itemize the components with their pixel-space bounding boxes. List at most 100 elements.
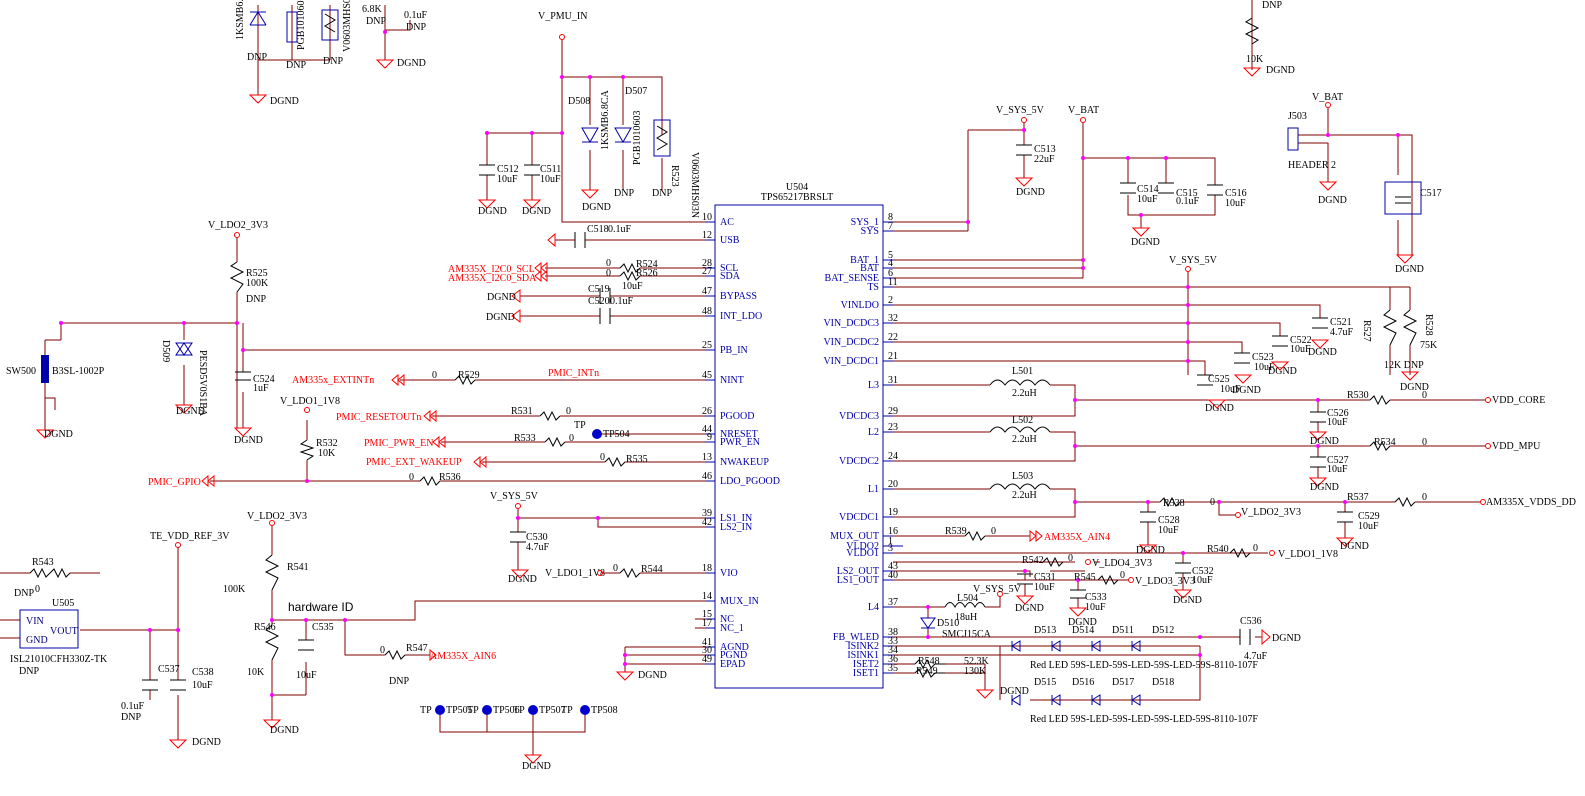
ground-symbol: DGND (580, 189, 611, 213)
tp506-ref: TP506 (493, 705, 520, 716)
chip-ref: U504 (786, 182, 808, 193)
net-vbat-mid: V_BAT (1068, 105, 1099, 116)
c537-val: 0.1uF (121, 701, 145, 712)
net-ext-wakeup: PMIC_EXT_WAKEUP (366, 457, 462, 468)
u505-vout: VOUT (50, 626, 78, 637)
r523-ref: R523 (669, 165, 680, 187)
r548-ref: R548 (918, 656, 940, 667)
zero-label: 0 (1422, 437, 1427, 448)
r523-part: V0603MHS03N (689, 152, 700, 218)
c514-ref: C514 (1137, 184, 1159, 195)
pin-name: TS (867, 282, 879, 293)
c525-ref: C525 (1208, 374, 1230, 385)
c521-val: 4.7uF (1330, 327, 1354, 338)
d511-ref: D511 (1112, 625, 1134, 636)
c531-ref: C531 (1034, 572, 1056, 583)
u505-block: TE_VDD_REF_3V R543 0 DNP U505 VIN VOUT G… (0, 531, 230, 740)
r546-ref: R546 (254, 622, 276, 633)
c527-val: 10uF (1327, 464, 1348, 475)
hardware-id-label: hardware ID (288, 600, 354, 614)
ldo-outputs: R539 0 AM335X_AIN4 R540 0 V_LDO1_1V8 R54… (893, 526, 1338, 613)
zero-label: 0 (1068, 553, 1073, 564)
c536-ref: C536 (1240, 616, 1262, 627)
r533-ref: R533 (514, 433, 536, 444)
r524-ref: R524 (636, 259, 658, 270)
pin-number: 17 (702, 618, 712, 629)
c527-ref: C527 (1327, 455, 1349, 466)
c526-ref: C526 (1327, 408, 1349, 419)
c513-val: 22uF (1034, 154, 1055, 165)
pin-name: PGOOD (720, 411, 754, 422)
ground-symbol: DGND (1173, 589, 1202, 606)
pin-number: 32 (888, 313, 898, 324)
pin-number: 11 (888, 277, 898, 288)
pin-name: NC (720, 614, 734, 625)
pin-number: 21 (888, 351, 898, 362)
ground-symbol: DGND (508, 569, 537, 585)
net-vldo2-a: V_LDO2_3V3 (208, 220, 268, 231)
r525-val: 100K (246, 278, 269, 289)
pin-name: LS1_OUT (837, 575, 879, 586)
pin-number: 49 (702, 654, 712, 665)
gnd-label: DGND (1310, 436, 1339, 447)
gnd-label: DGND (270, 96, 299, 107)
zero-label: 0 (606, 258, 611, 269)
net-vldo2-out: V_LDO2_3V3 (1241, 507, 1301, 518)
net-vdd-mpu: VDD_MPU (1492, 441, 1541, 452)
gnd-label: DGND (1131, 237, 1160, 248)
c512-ref: C512 (497, 164, 519, 175)
top-left-fragment: DNP DNP DNP 6.8K DNP 0.1uF DNP 1KSMB6.8C… (235, 0, 428, 95)
c538-ref: C538 (192, 667, 214, 678)
dcdc-outputs: L501 2.2uH L502 2.2uH L503 2.2uH R530 0 … (893, 366, 1576, 545)
net-vldo1-out: V_LDO1_1V8 (1278, 549, 1338, 560)
c535-ref: C535 (312, 622, 334, 633)
zero-label: 0 (566, 406, 571, 417)
ground-symbol: DGND (1318, 181, 1347, 206)
dnp-label: DNP (286, 60, 306, 71)
vio-block: V_LDO1_1V8 0 R544 (545, 563, 705, 579)
net-vldo1-a: V_LDO1_1V8 (280, 396, 340, 407)
c532-val: 10uF (1192, 575, 1213, 586)
pin-name: VLDO2 (846, 541, 879, 552)
pin-name: NINT (720, 375, 744, 386)
d509-part: PESD5V0S1BA (197, 350, 208, 417)
dnp-label: DNP (246, 294, 266, 305)
pin-number: 27 (702, 266, 712, 277)
gnd-label: DGND (508, 574, 537, 585)
d517-ref: D517 (1112, 677, 1134, 688)
ground-symbol: DGND (262, 719, 299, 736)
c518-val: 0.1uF (608, 224, 632, 235)
c522-val: 10uF (1290, 344, 1311, 355)
ground-symbol: DGND (477, 199, 507, 217)
gnd-label: DGND (1068, 617, 1097, 628)
gnd-label: DGND (1395, 264, 1424, 275)
dnp-label: DNP (19, 666, 39, 677)
gnd-label: DGND (1173, 595, 1202, 606)
ground-symbol: DGND (1268, 361, 1297, 377)
r549-ref: R549 (916, 666, 938, 677)
pin-number: 33 (888, 636, 898, 647)
pin-number: 48 (702, 306, 712, 317)
pin-name: VINLDO (841, 300, 879, 311)
gnd-label: DGND (1268, 366, 1297, 377)
c525-val: 10uF (1220, 384, 1241, 395)
ground-symbol: DGND (1335, 537, 1369, 552)
ground-symbol: DGND (1400, 371, 1429, 393)
ground-symbol: DGND (1014, 177, 1045, 198)
pin-name: L2 (868, 427, 879, 438)
pin-name: NRESET (720, 429, 758, 440)
d509-ref: D509 (160, 340, 171, 362)
ground-symbols: DGND DGND DGND DGND DGND DGND DGND DGND DGND DGND… (35, 58, 1429, 772)
pin-number: 22 (888, 332, 898, 343)
r543-ref: R543 (32, 557, 54, 568)
c516-val: 10uF (1225, 198, 1246, 209)
pin-name: INT_LDO (720, 311, 762, 322)
zero-label: 0 (1253, 543, 1258, 554)
r526-val: 10uF (622, 281, 643, 292)
ground-symbol: DGND (174, 404, 205, 417)
